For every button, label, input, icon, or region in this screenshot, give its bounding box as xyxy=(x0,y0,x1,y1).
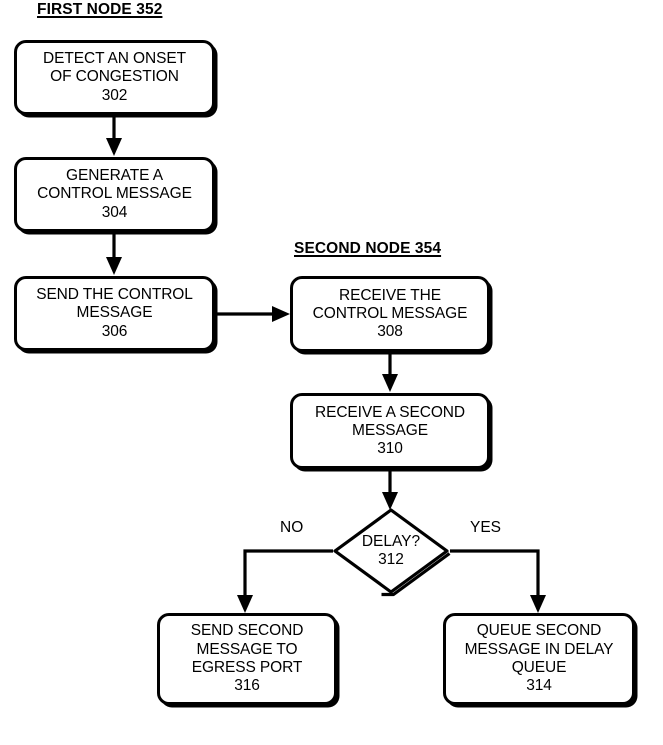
connector-312-no-to-316 xyxy=(237,549,333,613)
process-text-line-1: SEND THE CONTROL xyxy=(36,286,193,304)
process-text-line-1: QUEUE SECOND xyxy=(476,622,602,640)
process-text-line-3: EGRESS PORT xyxy=(191,659,303,676)
connector-302-to-304 xyxy=(106,115,122,156)
process-text-line-3: QUEUE xyxy=(511,659,567,676)
connector-312-yes-to-314 xyxy=(450,549,546,613)
process-text-line-2: MESSAGE xyxy=(352,421,428,439)
process-text-line-1: RECEIVE THE xyxy=(339,286,441,304)
process-box-receive-control-message[interactable]: RECEIVE THE CONTROL MESSAGE 308 xyxy=(290,276,490,352)
process-ref-number: 304 xyxy=(101,203,128,221)
process-ref-number: 316 xyxy=(234,677,260,695)
connector-308-to-310 xyxy=(382,352,398,392)
process-text-line-2: CONTROL MESSAGE xyxy=(37,185,192,203)
process-box-queue-second-message-delay-queue[interactable]: QUEUE SECOND MESSAGE IN DELAY QUEUE 314 xyxy=(443,613,635,705)
branch-label-yes: YES xyxy=(470,519,502,536)
process-ref-number: 308 xyxy=(377,323,403,341)
process-box-receive-second-message[interactable]: RECEIVE A SECOND MESSAGE 310 xyxy=(290,393,490,469)
process-ref-number: 310 xyxy=(377,440,403,458)
process-text-line-2: CONTROL MESSAGE xyxy=(312,304,468,322)
connector-310-to-312 xyxy=(382,469,398,510)
process-text-line-2: OF CONGESTION xyxy=(50,68,179,86)
process-text-line-1: SEND SECOND xyxy=(190,622,304,640)
process-text-line-2: MESSAGE TO xyxy=(196,640,298,658)
process-ref-number: 306 xyxy=(101,322,128,340)
process-box-send-second-message-egress[interactable]: SEND SECOND MESSAGE TO EGRESS PORT 316 xyxy=(157,613,337,705)
process-text-line-1: RECEIVE A SECOND xyxy=(314,403,465,421)
decision-diamond-delay[interactable]: DELAY? 312 xyxy=(331,506,451,597)
second-node-heading: SECOND NODE 354 xyxy=(294,240,442,257)
connector-304-to-306 xyxy=(106,232,122,275)
process-box-send-control-message[interactable]: SEND THE CONTROL MESSAGE 306 xyxy=(14,276,215,351)
process-text-line-1: DETECT AN ONSET xyxy=(43,50,186,68)
process-text-line-2: MESSAGE xyxy=(76,304,153,322)
process-ref-number: 302 xyxy=(101,86,128,104)
first-node-heading: FIRST NODE 352 xyxy=(37,1,163,18)
process-text-line-2: MESSAGE IN DELAY xyxy=(464,640,614,658)
branch-label-no: NO xyxy=(280,519,304,536)
process-box-detect-onset[interactable]: DETECT AN ONSET OF CONGESTION 302 xyxy=(14,40,215,115)
process-text-line-1: GENERATE A xyxy=(66,167,163,185)
process-box-generate-control-message[interactable]: GENERATE A CONTROL MESSAGE 304 xyxy=(14,157,215,232)
connector-306-to-308 xyxy=(216,306,290,322)
process-ref-number: 314 xyxy=(526,677,552,695)
